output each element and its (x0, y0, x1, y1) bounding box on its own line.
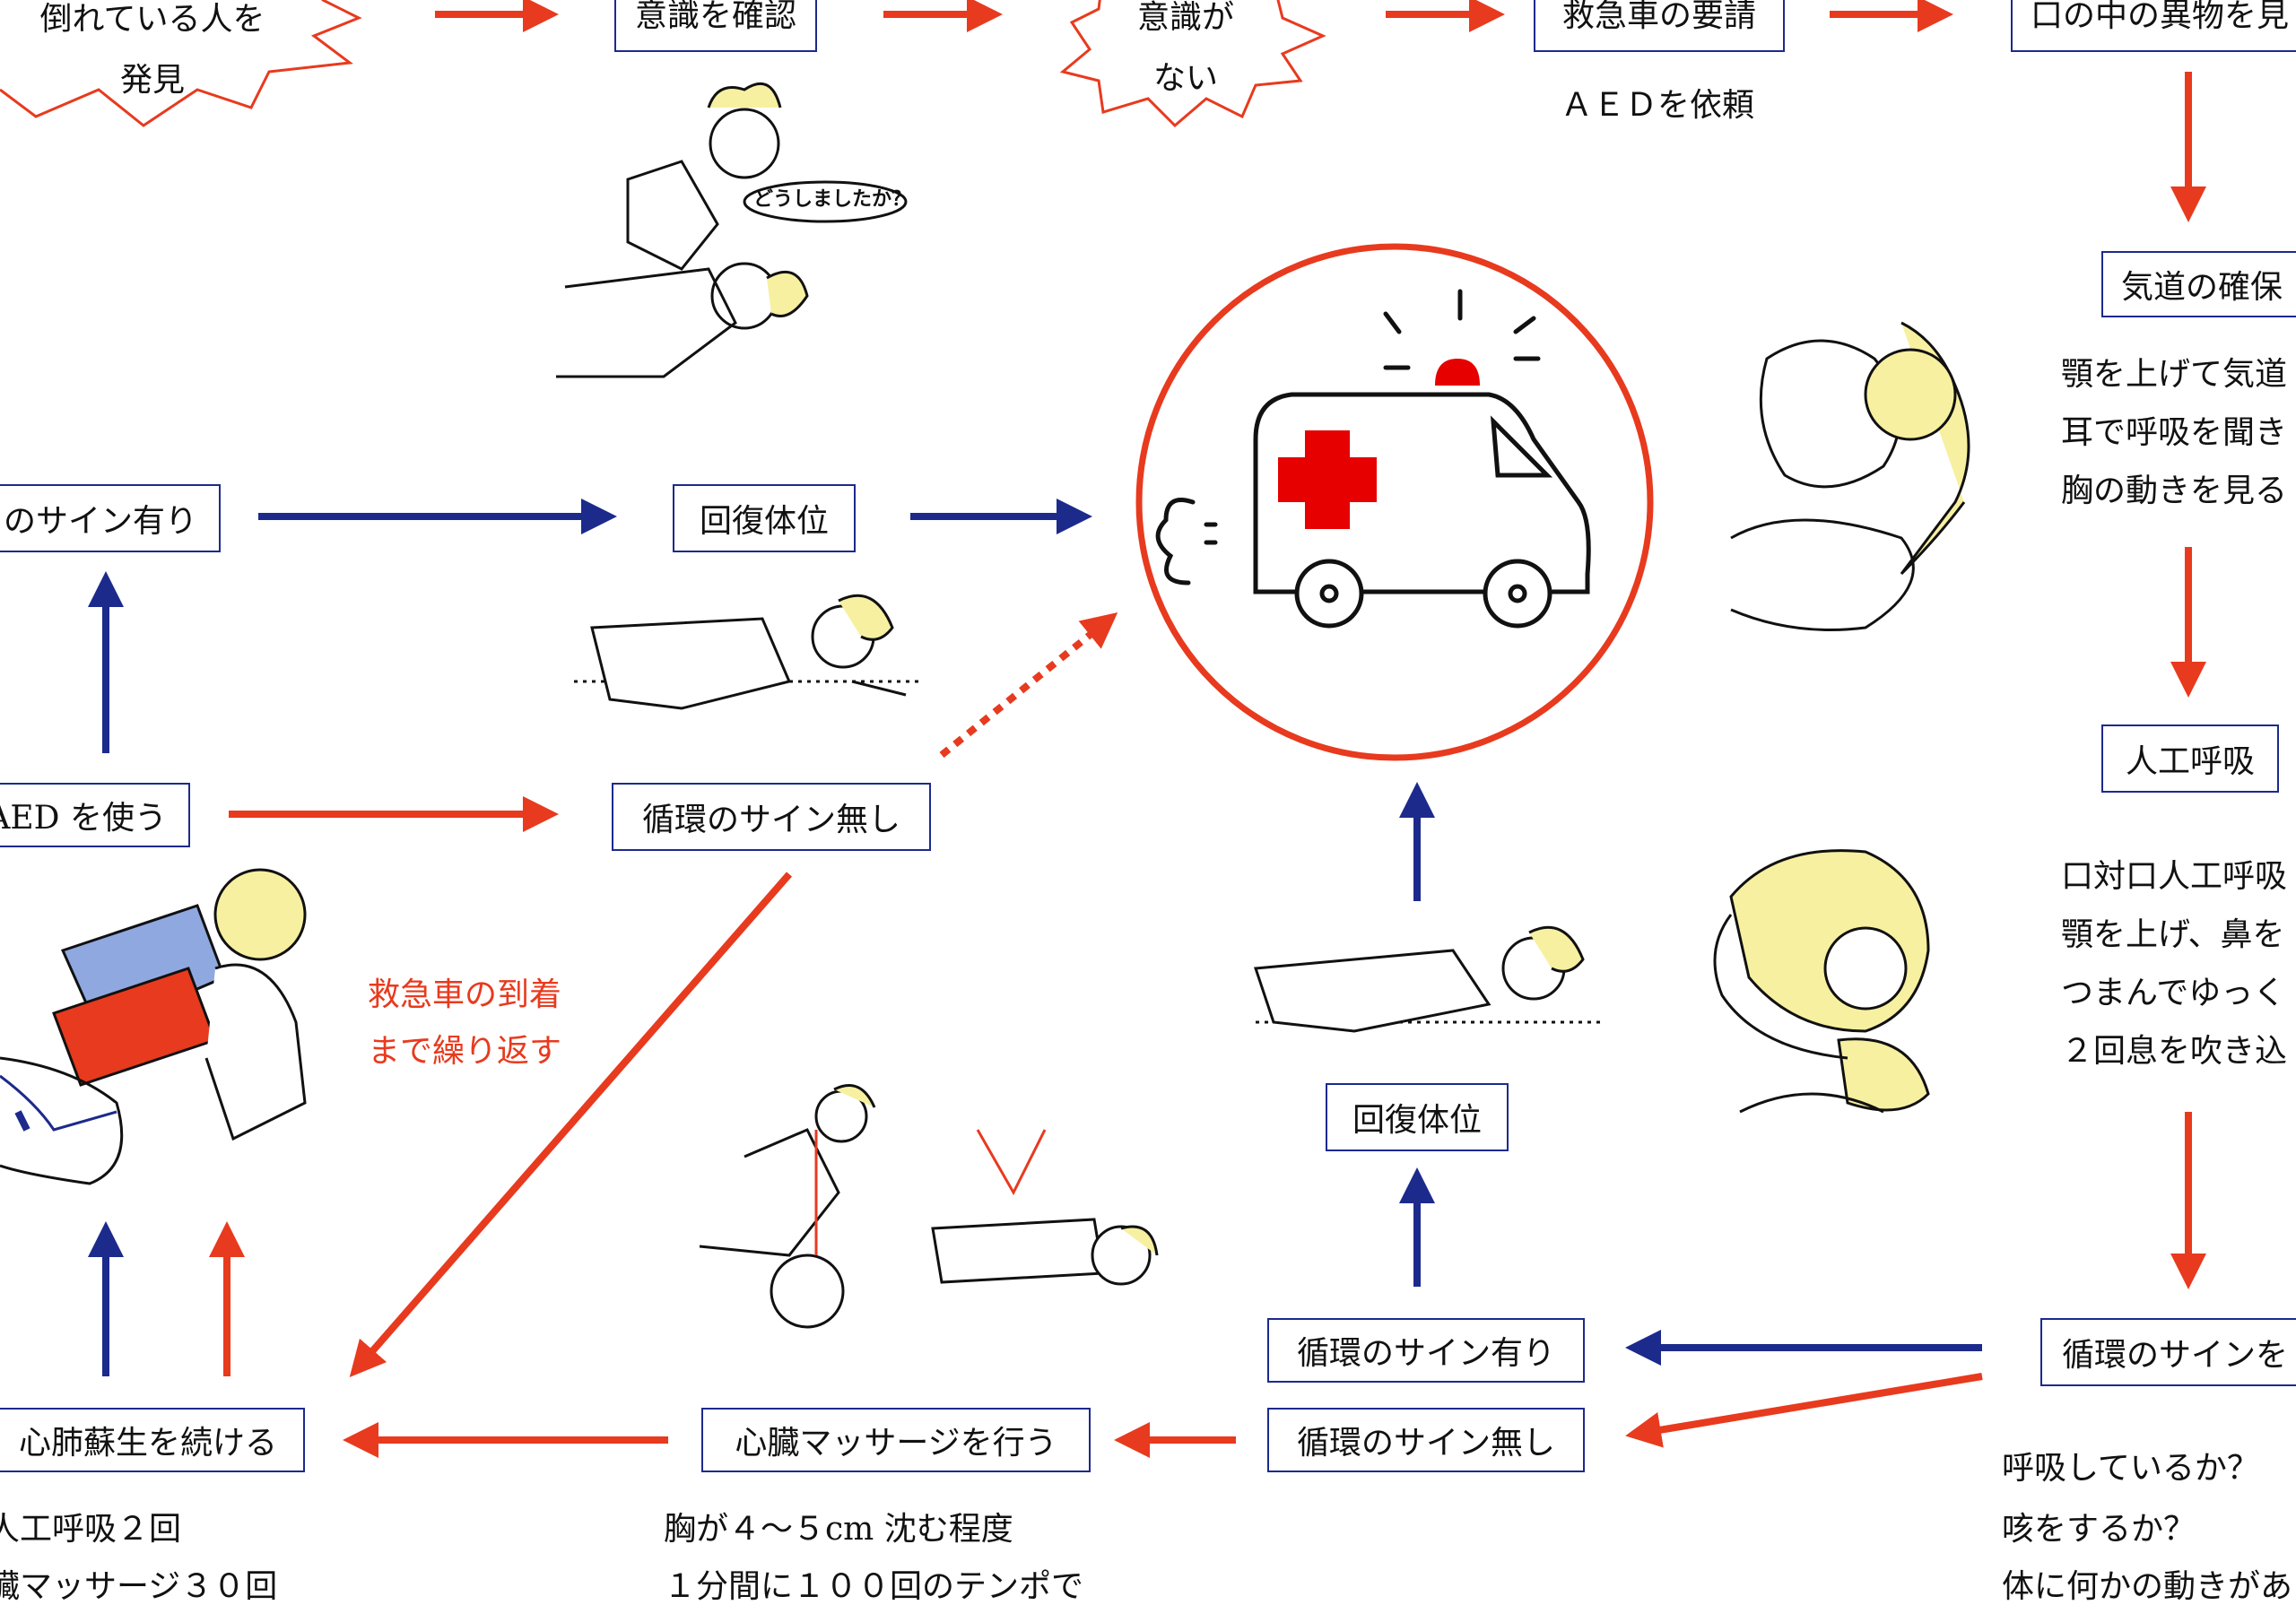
note-airway-2: 耳で呼吸を聞き (2061, 414, 2288, 451)
step-circ-no-mid: 循環のサイン無し (612, 783, 931, 851)
note-circ-q1: 呼吸しているか？ (2002, 1450, 2259, 1487)
step-cardiac-massage: 心臓マッサージを行う (701, 1408, 1091, 1472)
note-breath-2: 顎を上げ、鼻を (2061, 916, 2285, 953)
step-circ-yes-right: 循環のサイン有り (1267, 1318, 1585, 1383)
step-recovery-right: 回復体位 (1326, 1083, 1509, 1151)
note-airway-1: 顎を上げて気道 (2061, 356, 2288, 393)
note-repeat-2: まで繰り返す (368, 1033, 562, 1070)
step-airway: 気道の確保 (2101, 251, 2296, 317)
arrow-no-mid-to-ambulance (939, 612, 1118, 759)
illustration-airway (1730, 321, 1970, 631)
step-use-aed: AED を使う (0, 783, 190, 847)
step-circ-yes-left: のサイン有り (0, 484, 221, 552)
step-mouth-check: 口の中の異物を見 (2011, 0, 2296, 52)
illustration-check-consciousness (556, 82, 908, 378)
ambulance-icon (1155, 289, 1591, 629)
step-check-consciousness: 意識を確認 (614, 0, 817, 52)
note-repeat-1: 救急車の到着 (368, 976, 562, 1013)
note-cpr-2: 臓マッサージ３０回 (0, 1568, 278, 1605)
note-circ-q3: 体に何かの動きがあ (2002, 1568, 2293, 1605)
note-breath-3: つまんでゆっく (2061, 975, 2286, 1011)
starburst-unconscious (1059, 0, 1326, 128)
step-circ-no-right: 循環のサイン無し (1267, 1408, 1585, 1472)
step-rescue-breath: 人工呼吸 (2101, 724, 2279, 793)
step-unconscious: 意識がない (1136, 0, 1234, 98)
note-breath-1: 口対口人工呼吸 (2061, 858, 2288, 895)
note-massage-1: 胸が４～５cm 沈む程度 (664, 1511, 1013, 1548)
illustration-cardiac-massage (699, 1084, 1159, 1329)
note-cpr-1: 人工呼吸２回 (0, 1511, 182, 1548)
step-found-person: 倒れている人を発見 (39, 1, 265, 100)
note-circ-q2: 咳をするか？ (2002, 1511, 2196, 1548)
step-continue-cpr: 心肺蘇生を続ける (0, 1408, 305, 1472)
note-massage-2: １分間に１００回のテンポで (664, 1568, 1084, 1605)
step-call-ambulance: 救急車の要請 (1534, 0, 1785, 52)
illustration-aed (0, 868, 307, 1185)
arrow-no-mid-to-cpr (349, 872, 793, 1378)
step-circulation-check: 循環のサインを (2040, 1318, 2296, 1386)
illustration-recovery-right (1253, 925, 1605, 1033)
step-recovery-mid: 回復体位 (673, 484, 856, 552)
note-airway-3: 胸の動きを見る (2061, 473, 2288, 509)
note-breath-4: ２回息を吹き込 (2061, 1033, 2288, 1070)
illustration-rescue-breath (1713, 849, 1930, 1114)
speech-bubble-text: どうしましたか？ (753, 188, 912, 211)
starburst-found (0, 0, 362, 127)
arrow-circ-to-no (1625, 1373, 1983, 1448)
illustration-recovery-mid (574, 594, 924, 710)
note-aed-request: ＡＥＤを依頼 (1561, 87, 1755, 124)
